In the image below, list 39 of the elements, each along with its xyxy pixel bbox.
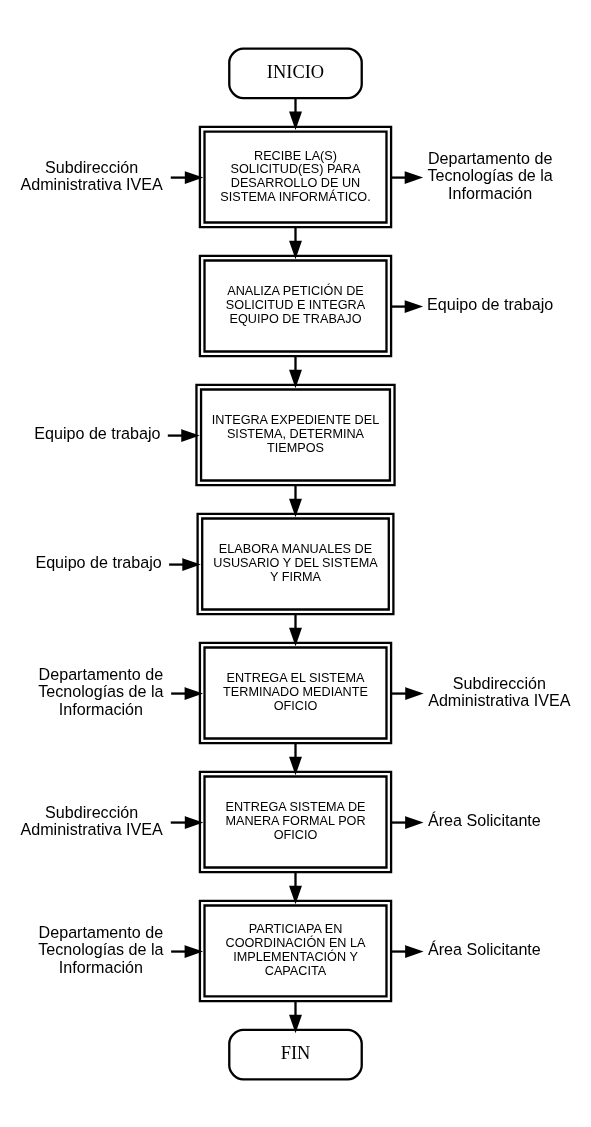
arrow — [289, 226, 302, 259]
node-box: FIN — [228, 1028, 363, 1081]
node-text: Área Solicitante — [427, 810, 541, 829]
arrow — [170, 815, 204, 829]
node-box: INTEGRA EXPEDIENTE DEL SISTEMA, DETERMINA TIEMPOS — [195, 383, 396, 486]
arrow — [167, 428, 200, 442]
node-box: INICIO — [228, 46, 363, 99]
node-text: Equipo de trabajo — [35, 552, 162, 571]
node-box: ENTREGA SISTEMA DE MANERA FORMAL POR OFICIO — [198, 770, 393, 873]
node-box: ENTREGA EL SISTEMA TERMINADO MEDIANTE OFICIO — [198, 641, 393, 744]
node-text: Subdirección Administrativa IVEA — [20, 802, 163, 838]
arrow — [391, 686, 424, 700]
arrow — [289, 613, 302, 646]
node-text: Subdirección Administrativa IVEA — [20, 157, 163, 193]
node-text: Equipo de trabajo — [426, 294, 554, 313]
arrow — [391, 815, 424, 829]
node-box: ELABORA MANUALES DE USUSARIO Y DEL SISTEMA Y FIRMA — [196, 512, 395, 615]
arrow — [289, 355, 302, 388]
node-text: Departamento de Tecnologías de la Información — [38, 922, 164, 976]
arrow — [171, 686, 204, 700]
node-box: RECIBE LA(S) SOLICITUD(ES) PARA DESARROLLO DE UN SISTEMA INFORMÁTICO. — [198, 125, 393, 228]
arrow — [289, 871, 302, 904]
node-box: ANALIZA PETICIÓN DE SOLICITUD E INTEGRA EQUIPO DE TRABAJO — [198, 254, 393, 357]
arrow — [289, 484, 302, 517]
arrow — [391, 299, 424, 313]
node-box: PARTICIAPA EN COORDINACIÓN EN LA IMPLEMENTACIÓN Y CAPACITA — [198, 899, 393, 1002]
arrow — [289, 742, 302, 775]
node-text: Equipo de trabajo — [34, 423, 161, 442]
node-text: Subdirección Administrativa IVEA — [428, 673, 571, 709]
arrow — [391, 170, 424, 184]
node-text: Departamento de Tecnologías de la Información — [427, 148, 553, 202]
node-text: Departamento de Tecnologías de la Información — [38, 664, 164, 718]
arrow — [289, 1000, 302, 1033]
arrow — [289, 97, 302, 130]
arrow — [169, 557, 201, 571]
node-text: Área Solicitante — [427, 939, 541, 958]
arrow — [170, 170, 204, 184]
arrow — [391, 944, 424, 958]
arrow — [171, 944, 204, 958]
